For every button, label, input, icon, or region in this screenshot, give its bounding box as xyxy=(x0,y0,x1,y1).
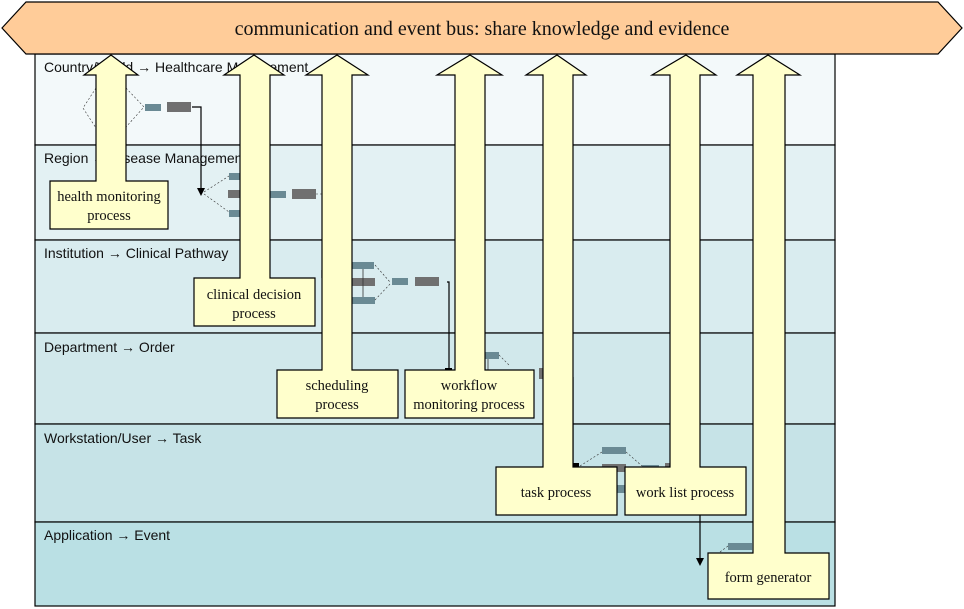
band-application xyxy=(34,521,836,607)
mini-node xyxy=(270,191,286,198)
mini-node xyxy=(167,102,191,112)
band-institution xyxy=(34,239,836,334)
process-scheduling-line1: scheduling xyxy=(306,378,369,394)
band-label-department: Department → Order xyxy=(44,339,175,355)
process-workflow-monitoring-line2: monitoring process xyxy=(413,397,525,413)
up-arrow-work-list xyxy=(624,54,747,516)
up-arrow-workflow-monitoring xyxy=(404,54,535,419)
process-form-generator-label: form generator xyxy=(725,570,812,586)
mini-node xyxy=(229,210,241,217)
process-workflow-monitoring-line1: workflow xyxy=(441,378,498,394)
mini-node xyxy=(485,352,499,359)
layer-bands xyxy=(34,53,836,607)
arrowhead-icon xyxy=(197,188,205,196)
mini-node xyxy=(665,463,670,468)
up-arrow-clinical-decision xyxy=(193,54,316,327)
process-work-list-label: work list process xyxy=(636,485,735,501)
arrowhead-icon xyxy=(696,558,704,566)
event-bus: communication and event bus: share knowl… xyxy=(1,1,963,55)
band-label-application: Application → Event xyxy=(44,527,170,543)
mini-node xyxy=(617,485,625,493)
mini-node xyxy=(352,297,375,304)
process-scheduling-line2: process xyxy=(315,397,359,413)
mini-workflow-application xyxy=(696,515,752,566)
up-arrow-health-monitoring xyxy=(49,54,169,230)
mini-node xyxy=(352,278,375,286)
band-label-institution: Institution → Clinical Pathway xyxy=(44,245,228,261)
process-task-label: task process xyxy=(521,485,592,501)
band-label-region: Region → Disease Management xyxy=(44,150,246,166)
mini-workflow-region xyxy=(203,173,323,278)
up-arrow-form-generator xyxy=(707,54,830,600)
event-bus-label: communication and event bus: share knowl… xyxy=(235,18,730,40)
mini-node xyxy=(229,173,241,180)
process-labels: health monitoring process clinical decis… xyxy=(57,189,811,586)
process-clinical-decision-line2: process xyxy=(232,306,276,322)
mini-node xyxy=(602,447,626,454)
up-arrow-task xyxy=(495,54,618,516)
process-clinical-decision-line1: clinical decision xyxy=(207,287,302,303)
mini-node xyxy=(228,190,240,198)
mini-node xyxy=(292,189,316,199)
mini-node xyxy=(728,543,752,550)
mini-node xyxy=(539,368,543,379)
mini-node xyxy=(352,262,374,269)
upward-arrows xyxy=(49,54,830,600)
mini-workflow-country xyxy=(82,87,205,196)
mini-node xyxy=(415,277,439,286)
band-label-workstation: Workstation/User → Task xyxy=(44,430,202,446)
mini-node xyxy=(392,278,408,285)
process-health-monitoring-line1: health monitoring xyxy=(57,189,161,205)
arrowhead-icon xyxy=(573,463,579,468)
up-arrow-scheduling xyxy=(276,54,399,419)
mini-node xyxy=(145,104,161,111)
event-bus-arrow xyxy=(1,1,963,55)
process-health-monitoring-line2: process xyxy=(87,208,131,224)
